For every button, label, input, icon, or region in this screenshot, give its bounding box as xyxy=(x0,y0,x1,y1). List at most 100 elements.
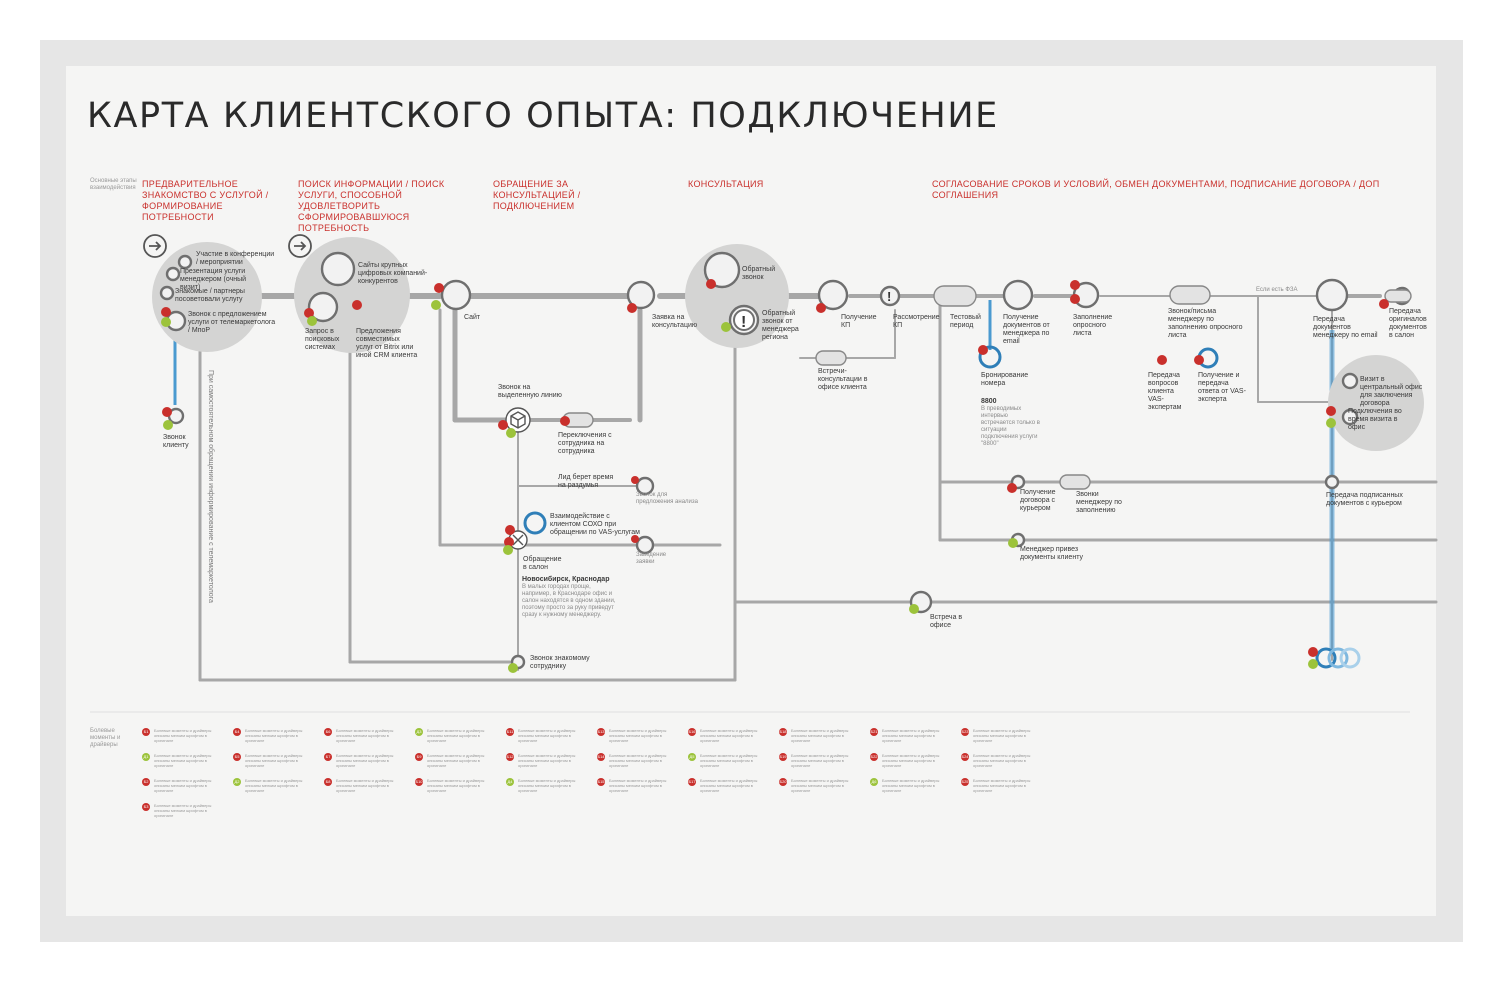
footnote-text: Болевые моменты и драйверы описаны мелки… xyxy=(609,728,667,743)
footnote-item: Б18 Болевые моменты и драйверы описаны ме… xyxy=(779,728,863,743)
footnote-item: Б14 Болевые моменты и драйверы описаны ме… xyxy=(597,753,681,768)
node-number-booking: Бронирование номера xyxy=(981,372,1029,387)
footnote-text: Болевые моменты и драйверы описаны мелки… xyxy=(609,753,667,768)
footnote-badge: Д2 xyxy=(233,778,241,786)
node-vas-questions: Передача вопросов клиента VAS-экспертам xyxy=(1148,372,1182,411)
node-office-meeting: Встреча в офисе xyxy=(930,614,963,629)
footnote-text: Болевые моменты и драйверы описаны мелки… xyxy=(791,778,849,793)
footnote-badge: Б1 xyxy=(142,728,150,736)
node-manager-brought-docs: Менеджер привез документы клиенту xyxy=(1020,546,1083,561)
footnote-text: Болевые моменты и драйверы описаны мелки… xyxy=(973,778,1031,793)
footnote-item: Б1 Болевые моменты и драйверы описаны мел… xyxy=(142,728,226,743)
svg-text:!: ! xyxy=(887,289,891,304)
footnote-badge: Д6 xyxy=(870,778,878,786)
footnote-badge: Б16 xyxy=(688,728,696,736)
node-lead-thinking: Лид берет время на раздумья xyxy=(558,474,614,489)
node-regional-callback: Обратный звонок от менеджера региона xyxy=(762,310,799,341)
stage-5: СОГЛАСОВАНИЕ СРОКОВ И УСЛОВИЙ, ОБМЕН ДОК… xyxy=(932,179,1380,200)
node-client-call: Звонок клиенту xyxy=(163,434,189,449)
node-review-kp: Рассмотрение КП xyxy=(893,314,940,329)
footnote-text: Болевые моменты и драйверы описаны мелки… xyxy=(700,753,758,768)
node-get-kp: Получение КП xyxy=(841,314,877,329)
node-callback: Обратный звонок xyxy=(742,266,776,281)
note-8800-title: 8800 xyxy=(981,398,997,405)
node-docs-email: Получение документов от менеджера по ema… xyxy=(1003,314,1050,345)
footnote-item: Б20 Болевые моменты и драйверы описаны ме… xyxy=(779,778,863,793)
footnote-item: Д4 Болевые моменты и драйверы описаны мел… xyxy=(506,778,590,793)
node-soho-vas: Взаимодействие с клиентом СОХО при обращ… xyxy=(550,513,640,536)
footnote-badge: Б15 xyxy=(597,778,605,786)
node-search-request: Запрос в поисковых системах xyxy=(305,328,340,351)
footnote-text: Болевые моменты и драйверы описаны мелки… xyxy=(245,753,303,768)
node-questionnaire: Заполнение опросного листа xyxy=(1073,314,1113,337)
node-docs-to-manager: Передача документов менеджеру по email xyxy=(1313,316,1378,339)
footnote-text: Болевые моменты и драйверы описаны мелки… xyxy=(336,778,394,793)
footnote-badge: Б22 xyxy=(870,753,878,761)
footnote-text: Болевые моменты и драйверы описаны мелки… xyxy=(154,778,212,793)
footnote-text: Болевые моменты и драйверы описаны мелки… xyxy=(245,778,303,793)
footnote-item: Д6 Болевые моменты и драйверы описаны мел… xyxy=(870,778,954,793)
node-site: Сайт xyxy=(464,314,481,321)
node-consult-request: Заявка на консультацию xyxy=(652,314,698,329)
footnote-badge: Б10 xyxy=(415,778,423,786)
note-if-fza: Если есть ФЗА xyxy=(1256,287,1298,293)
footnote-text: Болевые моменты и драйверы описаны мелки… xyxy=(427,728,485,743)
vertical-note: При самостоятельном обращении информиров… xyxy=(207,370,214,603)
footnote-text: Болевые моменты и драйверы описаны мелки… xyxy=(518,728,576,743)
footnote-text: Болевые моменты и драйверы описаны мелки… xyxy=(791,753,849,768)
node-office-connection: Подключения во время визита в офис xyxy=(1348,408,1402,431)
footnote-badge: Б18 xyxy=(779,728,787,736)
footnote-text: Болевые моменты и драйверы описаны мелки… xyxy=(154,728,212,743)
footnote-text: Болевые моменты и драйверы описаны мелки… xyxy=(518,753,576,768)
footnote-badge: Б20 xyxy=(779,778,787,786)
footnote-text: Болевые моменты и драйверы описаны мелки… xyxy=(700,778,758,793)
footnote-badge: Б11 xyxy=(506,728,514,736)
footnote-badge: Б23 xyxy=(961,728,969,736)
footnote-badge: Д4 xyxy=(506,778,514,786)
footnote-badge: Д1 xyxy=(142,753,150,761)
footnote-item: Б22 Болевые моменты и драйверы описаны ме… xyxy=(870,753,954,768)
node-presentation: Презентация услуги менеджером (очный виз… xyxy=(180,268,247,291)
footnote-badge: Б8 xyxy=(324,778,332,786)
node-conference: Участие в конференции / мероприятии xyxy=(196,251,275,266)
footnote-badge: Б19 xyxy=(779,753,787,761)
legend-main-stages: Основные этапы взаимодействия xyxy=(90,178,137,191)
footnote-text: Болевые моменты и драйверы описаны мелки… xyxy=(791,728,849,743)
footnote-item: Б19 Болевые моменты и драйверы описаны ме… xyxy=(779,753,863,768)
footnote-text: Болевые моменты и драйверы описаны мелки… xyxy=(882,778,940,793)
footnote-badge: Б14 xyxy=(597,753,605,761)
svg-text:!: ! xyxy=(741,314,746,331)
legend-footnotes: Болевые моменты и драйверы xyxy=(90,728,121,748)
node-questionnaire-calls: Звонок/письма менеджеру по заполнению оп… xyxy=(1168,308,1243,339)
footnote-text: Болевые моменты и драйверы описаны мелки… xyxy=(518,778,576,793)
footnote-text: Болевые моменты и драйверы описаны мелки… xyxy=(882,753,940,768)
footnote-badge: Б9 xyxy=(415,753,423,761)
stage-3: ОБРАЩЕНИЕ ЗА КОНСУЛЬТАЦИЕЙ / ПОДКЛЮЧЕНИЕ… xyxy=(493,179,581,211)
stage-4: КОНСУЛЬТАЦИЯ xyxy=(688,179,764,189)
node-courier-contract: Получение договора с курьером xyxy=(1020,489,1056,512)
node-application: Заведение заявки xyxy=(636,552,667,565)
node-known-employee: Звонок знакомому сотруднику xyxy=(530,655,590,670)
